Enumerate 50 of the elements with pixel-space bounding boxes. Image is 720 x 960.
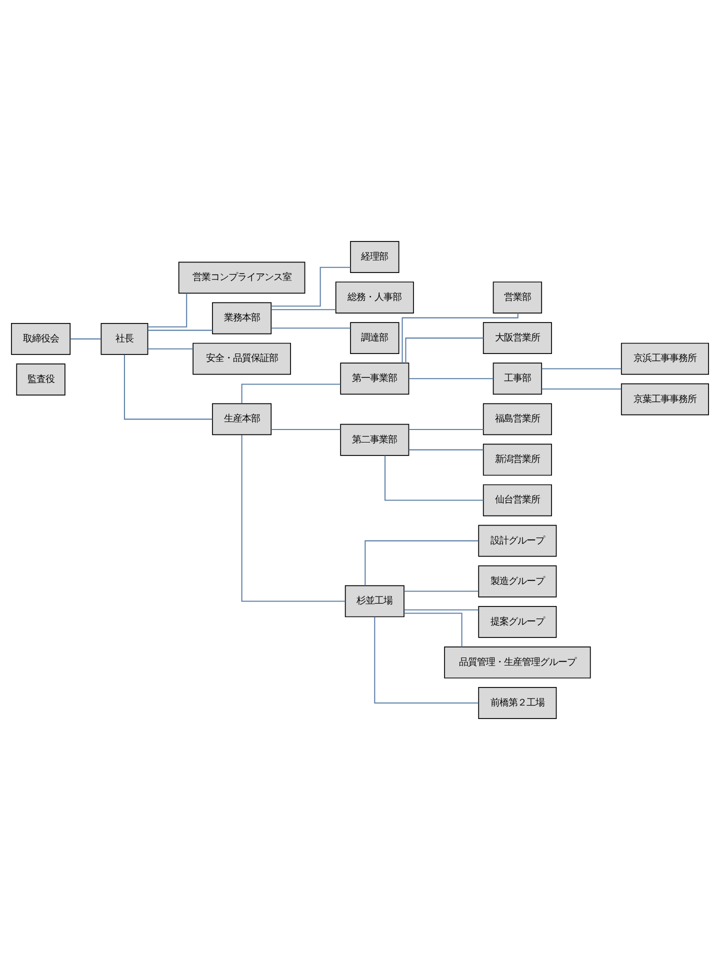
node-box: 京葉工事事務所 (620, 383, 709, 416)
node-box: 取締役会 (11, 322, 71, 355)
connector (124, 354, 212, 420)
node-box: 営業部 (492, 282, 542, 314)
node-box: 提案グループ (478, 606, 557, 638)
node-box: 生産本部 (212, 403, 272, 436)
connector (241, 435, 346, 602)
node-box: 監査役 (16, 364, 66, 396)
connector (241, 384, 340, 404)
connector (271, 266, 350, 307)
node-box: 営業コンプライアンス室 (178, 262, 306, 294)
connector (408, 429, 484, 430)
node-box: 新潟営業所 (482, 444, 552, 476)
connector (405, 338, 484, 364)
connector (542, 388, 622, 390)
connector (70, 338, 101, 340)
connector (402, 313, 518, 363)
node-box: 第二事業部 (340, 424, 410, 456)
node-box: 品質管理・生産管理グループ (444, 646, 591, 678)
node-box: 工事部 (492, 362, 542, 395)
node-box: 京浜工事事務所 (620, 342, 709, 375)
connector (271, 429, 341, 430)
connector (364, 540, 478, 586)
connector (404, 590, 478, 592)
connector (408, 449, 484, 450)
node-box: 福島営業所 (482, 403, 552, 436)
node-box: 経理部 (350, 241, 400, 273)
connector (271, 328, 350, 329)
node-box: 第一事業部 (340, 362, 410, 395)
node-box: 設計グループ (478, 524, 557, 557)
connector (148, 330, 212, 331)
connector (408, 378, 494, 380)
node-box: 総務・人事部 (335, 282, 414, 314)
node-box: 社長 (100, 322, 148, 355)
connector (384, 455, 484, 501)
node-box: 安全・品質保証部 (192, 342, 291, 375)
node-box: 業務本部 (212, 302, 272, 334)
node-box: 杉並工場 (344, 585, 404, 618)
connector (271, 309, 336, 310)
connector (404, 612, 462, 647)
connector (148, 348, 193, 350)
node-box: 前橋第２工場 (478, 687, 557, 719)
connector (404, 609, 478, 610)
node-box: 製造グループ (478, 565, 557, 598)
node-box: 仙台営業所 (482, 484, 552, 516)
node-box: 大阪営業所 (482, 322, 552, 354)
connector (148, 293, 188, 328)
connector (542, 368, 622, 370)
node-box: 調達部 (350, 322, 400, 354)
connector (374, 616, 478, 704)
